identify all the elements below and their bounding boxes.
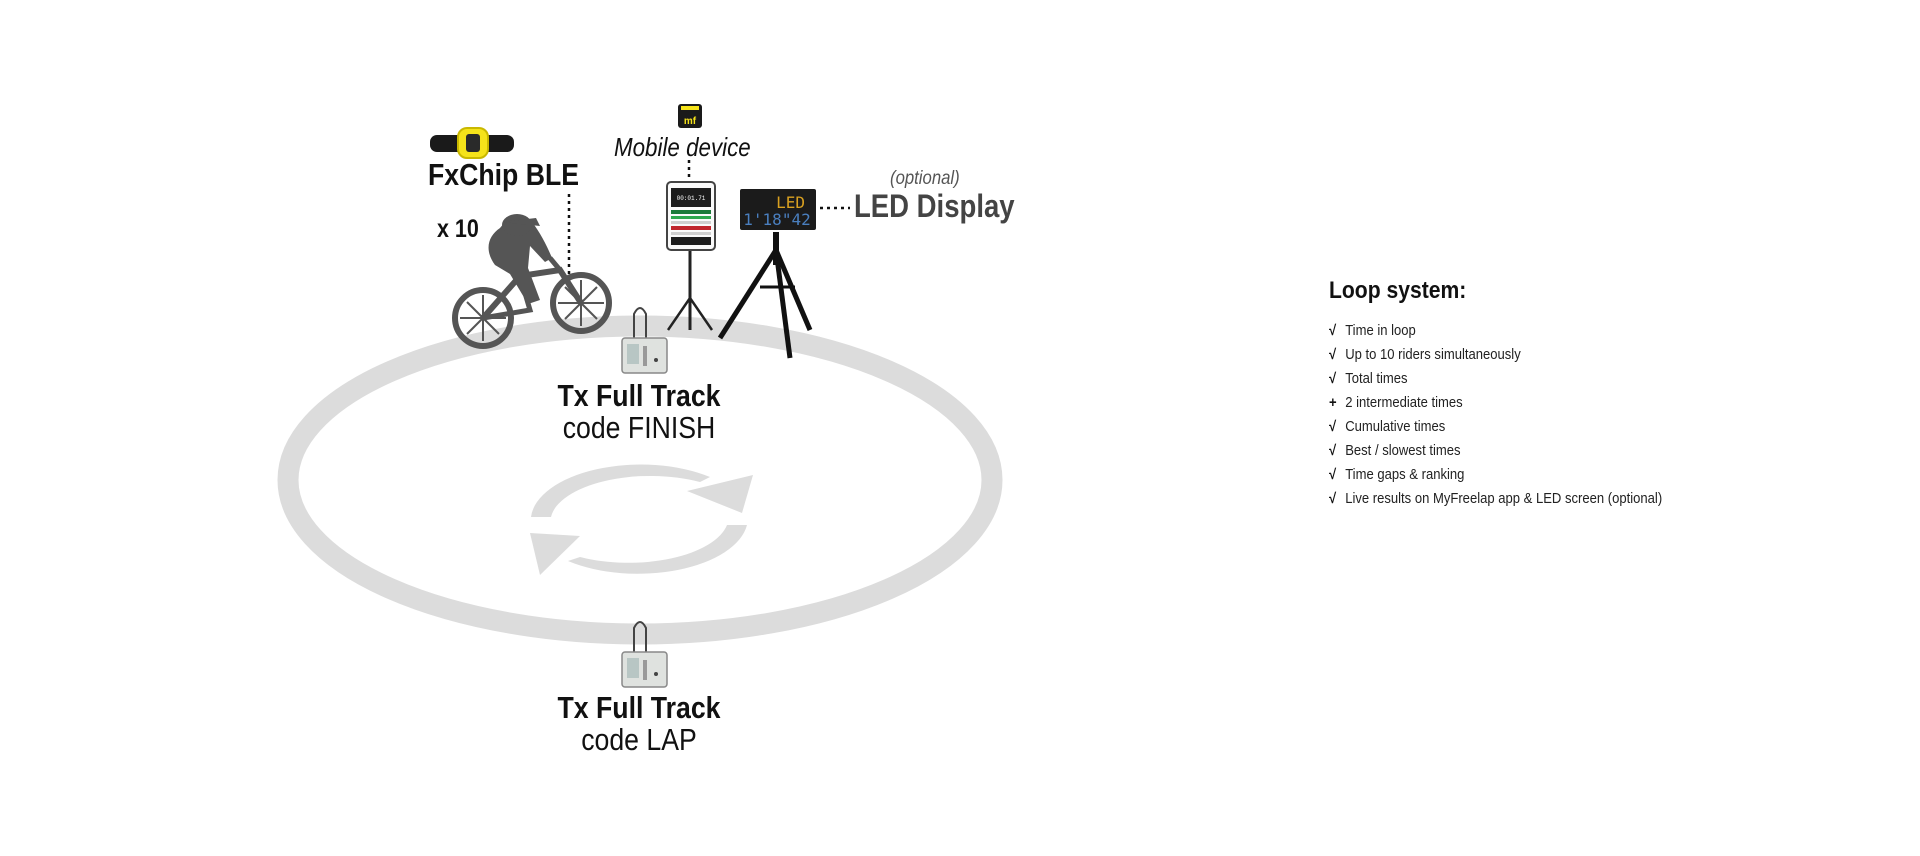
feature-item: √ Time in loop [1329, 319, 1662, 343]
fxchip-label: FxChip BLE [428, 157, 580, 192]
svg-text:LED: LED [776, 193, 805, 212]
feature-item: √ Total times [1329, 367, 1662, 391]
feature-item: √ Time gaps & ranking [1329, 463, 1662, 487]
feature-text: 2 intermediate times [1345, 395, 1463, 411]
svg-text:00:01.71: 00:01.71 [677, 195, 706, 202]
check-mark-icon: √ [1329, 443, 1337, 459]
tx-lap-device-icon [621, 621, 668, 688]
rider-count-label: x 10 [437, 215, 479, 243]
features-title: Loop system: [1329, 277, 1467, 304]
mobile-device-label: Mobile device [614, 132, 751, 162]
svg-text:1'18"42: 1'18"42 [743, 210, 810, 229]
feature-text: Total times [1345, 371, 1408, 387]
feature-item: +2 intermediate times [1329, 391, 1662, 415]
optional-label: (optional) [890, 168, 960, 189]
feature-text: Time in loop [1345, 323, 1416, 339]
plus-mark-icon: + [1329, 395, 1337, 411]
features-panel: Loop system: √ Time in loop √ Up to 10 rid… [1329, 277, 1699, 511]
feature-item: √ Cumulative times [1329, 415, 1662, 439]
feature-text: Time gaps & ranking [1345, 467, 1465, 483]
fxchip-wristband-icon [430, 127, 514, 159]
feature-item: √ Best / slowest times [1329, 439, 1662, 463]
mobile-device-icon: 00:01.71 [666, 181, 716, 331]
tx-finish-title: Tx Full Track [557, 378, 721, 413]
led-display-label: LED Display [854, 188, 1015, 224]
tx-lap-title: Tx Full Track [557, 690, 721, 725]
check-mark-icon: √ [1329, 347, 1337, 363]
check-mark-icon: √ [1329, 467, 1337, 483]
feature-text: Cumulative times [1345, 419, 1446, 435]
check-mark-icon: √ [1329, 491, 1337, 507]
tx-finish-code: code FINISH [562, 410, 716, 445]
feature-text: Live results on MyFreelap app & LED scre… [1345, 491, 1663, 507]
feature-text: Up to 10 riders simultaneously [1345, 347, 1521, 363]
cyclist-silhouette-icon [452, 214, 612, 349]
check-mark-icon: √ [1329, 323, 1337, 339]
svg-text:mf: mf [684, 116, 697, 127]
loop-arrows-icon [530, 464, 753, 575]
feature-item: √ Live results on MyFreelap app & LED scr… [1329, 487, 1662, 511]
check-mark-icon: √ [1329, 419, 1337, 435]
led-display-icon: LED 1'18"42 [717, 189, 816, 359]
feature-item: √ Up to 10 riders simultaneously [1329, 343, 1662, 367]
feature-text: Best / slowest times [1345, 443, 1461, 459]
feature-list: √ Time in loop √ Up to 10 riders simultane… [1329, 319, 1699, 511]
check-mark-icon: √ [1329, 371, 1337, 387]
tx-finish-device-icon [621, 307, 668, 374]
tx-lap-code: code LAP [581, 722, 697, 757]
track-loop [277, 315, 1003, 645]
myfreelap-app-icon: mf [678, 104, 702, 128]
